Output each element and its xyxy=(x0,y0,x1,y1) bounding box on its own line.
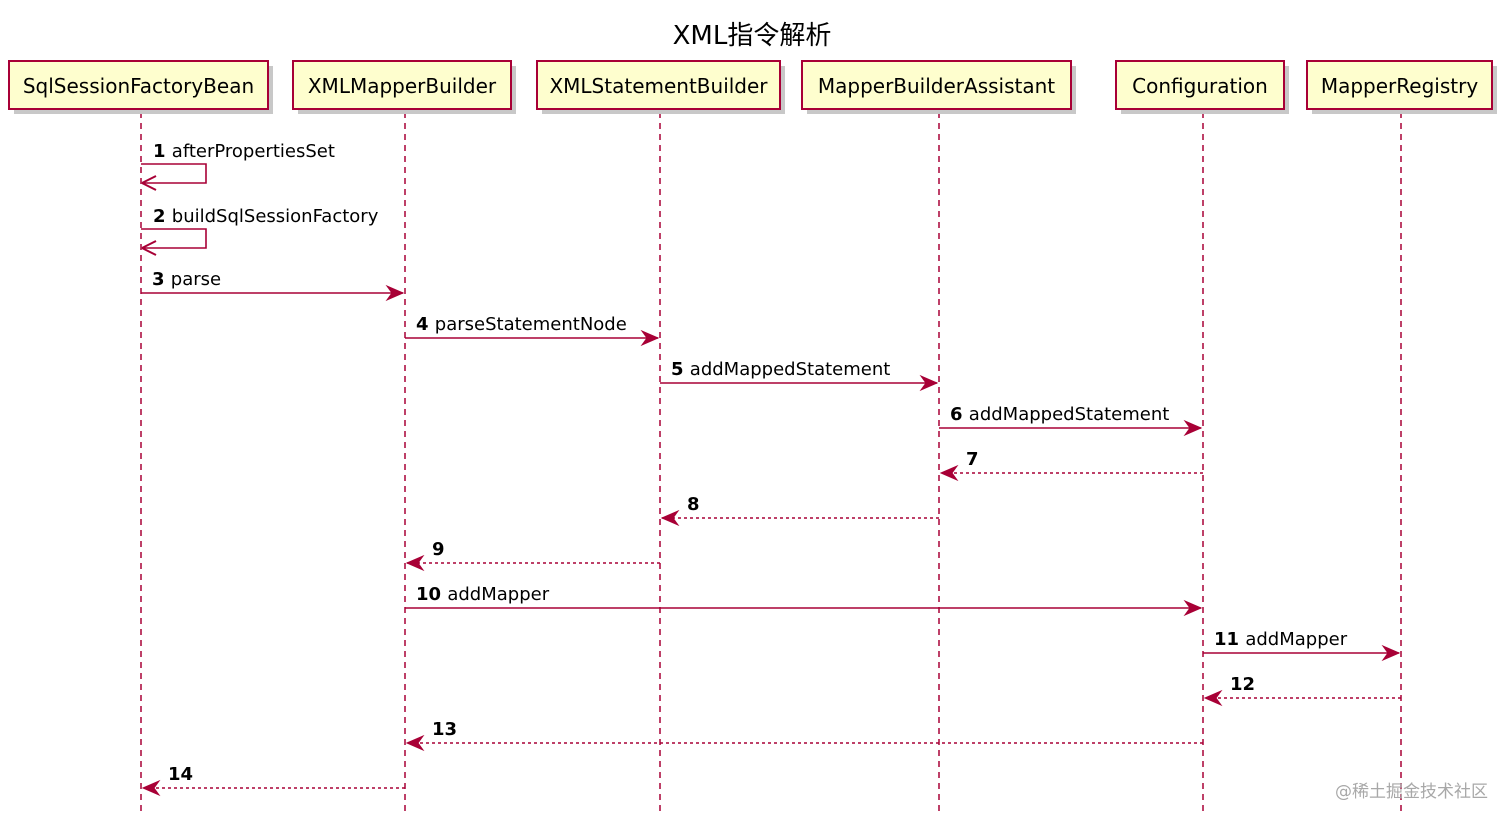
participant-box xyxy=(8,60,269,110)
message-label: 2 buildSqlSessionFactory xyxy=(153,206,379,227)
arrow-head xyxy=(141,175,157,191)
participant-label: Configuration xyxy=(1132,74,1268,98)
message-14: 14 xyxy=(141,764,405,797)
participant-label: MapperBuilderAssistant xyxy=(818,74,1055,98)
participant-box xyxy=(536,60,781,110)
message-label: 9 xyxy=(432,539,445,560)
participant-box xyxy=(1306,60,1493,110)
participant-p3: XMLStatementBuilder xyxy=(536,60,785,114)
arrow-head xyxy=(385,284,405,302)
message-8: 8 xyxy=(660,494,939,527)
arrow-head xyxy=(405,734,425,752)
arrow-head xyxy=(141,240,157,256)
message-2: 2 buildSqlSessionFactory xyxy=(141,206,379,256)
participant-p1: SqlSessionFactoryBean xyxy=(8,60,273,114)
message-1: 1 afterPropertiesSet xyxy=(141,141,335,191)
participant-box xyxy=(292,60,512,110)
message-label: 10 addMapper xyxy=(416,584,550,605)
self-message-line xyxy=(141,163,207,184)
message-label: 4 parseStatementNode xyxy=(416,314,627,335)
message-label: 5 addMappedStatement xyxy=(671,359,890,380)
message-label: 13 xyxy=(432,719,457,740)
message-label: 14 xyxy=(168,764,193,785)
participant-box xyxy=(801,60,1072,110)
self-message-line xyxy=(141,228,207,249)
message-label: 6 addMappedStatement xyxy=(950,404,1169,425)
message-3: 3 parse xyxy=(141,269,405,302)
participant-label: XMLStatementBuilder xyxy=(549,74,768,98)
participant-box xyxy=(1115,60,1285,110)
arrow-head xyxy=(1183,419,1203,437)
arrow-head xyxy=(939,464,959,482)
watermark-text: @稀土掘金技术社区 xyxy=(1335,782,1488,802)
arrow-head xyxy=(640,329,660,347)
arrow-head xyxy=(405,554,425,572)
arrow-head xyxy=(660,509,680,527)
participant-p6: MapperRegistry xyxy=(1306,60,1497,114)
messages: 1 afterPropertiesSet 2 buildSqlSessionFac… xyxy=(141,141,1401,797)
participant-label: MapperRegistry xyxy=(1321,74,1478,98)
message-label: 1 afterPropertiesSet xyxy=(153,141,335,162)
arrow-head xyxy=(919,374,939,392)
participant-p5: Configuration xyxy=(1115,60,1289,114)
participant-label: XMLMapperBuilder xyxy=(308,74,497,98)
message-label: 7 xyxy=(966,449,979,470)
message-label: 3 parse xyxy=(152,269,221,290)
arrow-head xyxy=(1203,689,1223,707)
arrow-head xyxy=(1381,644,1401,662)
message-11: 11 addMapper xyxy=(1203,629,1401,662)
diagram-title: XML指令解析 xyxy=(673,21,832,51)
message-4: 4 parseStatementNode xyxy=(405,314,660,347)
message-7: 7 xyxy=(939,449,1203,482)
participant-p2: XMLMapperBuilder xyxy=(292,60,516,114)
message-5: 5 addMappedStatement xyxy=(660,359,939,392)
arrow-head xyxy=(1183,599,1203,617)
participant-label: SqlSessionFactoryBean xyxy=(23,74,254,98)
message-9: 9 xyxy=(405,539,660,572)
message-6: 6 addMappedStatement xyxy=(939,404,1203,437)
message-12: 12 xyxy=(1203,674,1401,707)
participants: SqlSessionFactoryBean XMLMapperBuilder XML… xyxy=(8,60,1497,114)
arrow-head xyxy=(141,779,161,797)
message-13: 13 xyxy=(405,719,1203,752)
message-label: 11 addMapper xyxy=(1214,629,1348,650)
message-label: 12 xyxy=(1230,674,1255,695)
participant-p4: MapperBuilderAssistant xyxy=(801,60,1076,114)
message-label: 8 xyxy=(687,494,700,515)
message-10: 10 addMapper xyxy=(405,584,1203,617)
